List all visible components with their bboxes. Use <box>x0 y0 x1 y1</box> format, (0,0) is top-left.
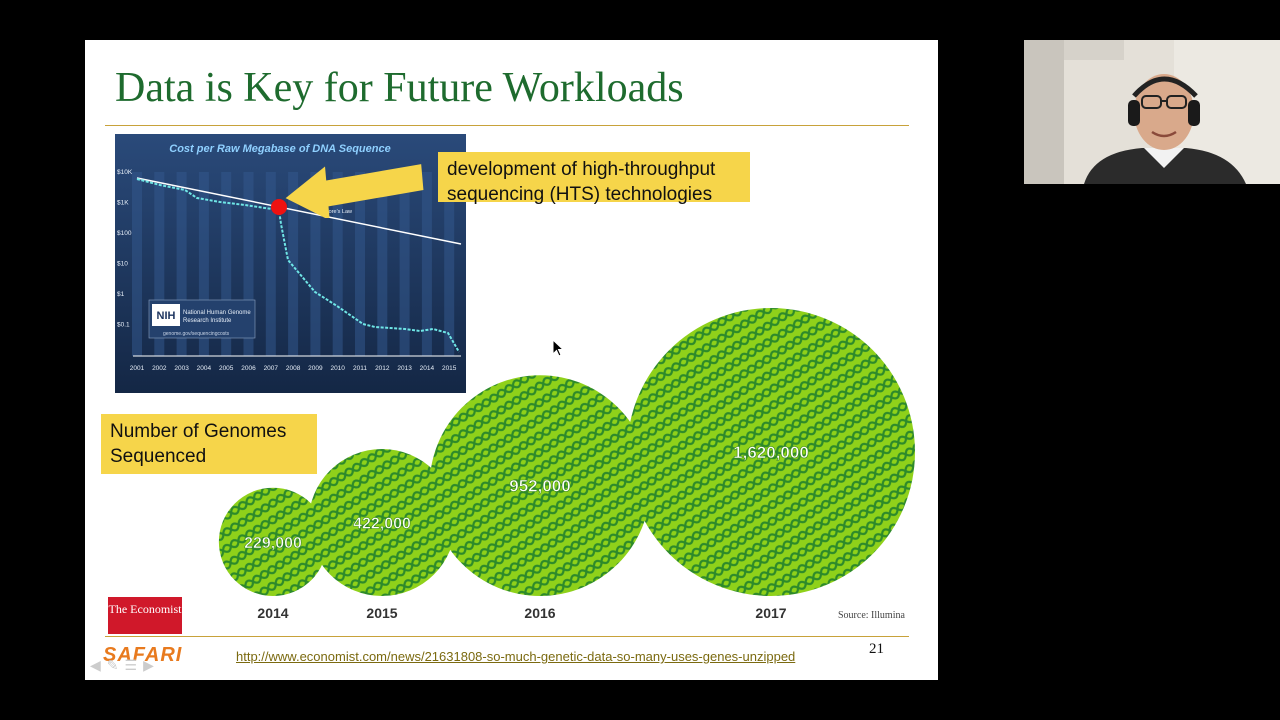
nih-year-column <box>176 172 187 356</box>
moores-law-line <box>136 177 462 245</box>
sequencing-cost-line <box>136 178 460 353</box>
genomes-bubble-chart: 229,000 2014 422,000 2015 952,000 2016 1,620,0… <box>218 308 915 621</box>
arrow-left-icon[interactable]: ◀ <box>90 657 101 673</box>
nih-y-tick: $1K <box>117 200 129 207</box>
yellow-arrow-icon <box>285 164 424 218</box>
footer-rule <box>105 636 909 637</box>
nih-logo: NIH <box>157 310 176 322</box>
presenter-webcam <box>1024 40 1280 184</box>
nih-year-column <box>310 172 321 356</box>
genome-year-label: 2014 <box>257 605 288 621</box>
source-link[interactable]: http://www.economist.com/news/21631808-s… <box>236 649 796 664</box>
genome-bubble-2017 <box>627 308 915 596</box>
genome-value-label: 952,000 <box>509 477 570 496</box>
menu-icon[interactable]: ☰ <box>124 657 138 673</box>
nih-institute-line1: National Human Genome <box>183 310 251 316</box>
safari-logo: SAFARI <box>103 644 183 666</box>
economist-logo: The Economist <box>108 597 182 634</box>
slide-nav-controls: ◀ ✎ ☰ ▶ <box>90 657 154 674</box>
nih-x-tick: 2014 <box>420 365 435 372</box>
genome-bubble-2015 <box>308 449 456 596</box>
moores-law-label: Moore's Law <box>321 209 352 215</box>
nih-institute-line2: Research Institute <box>183 318 232 324</box>
nih-year-column <box>132 172 142 356</box>
slide-number: 21 <box>869 641 884 657</box>
nih-x-tick: 2015 <box>442 365 457 372</box>
nih-year-column <box>265 172 276 356</box>
nih-x-tick: 2001 <box>130 365 145 372</box>
nih-x-tick: 2007 <box>264 365 279 372</box>
nih-year-column <box>355 172 365 356</box>
nih-x-tick: 2011 <box>353 365 367 372</box>
nih-x-tick: 2004 <box>197 365 212 372</box>
nih-x-tick: 2009 <box>308 365 323 372</box>
nih-y-tick: $10K <box>117 169 133 176</box>
pen-icon[interactable]: ✎ <box>106 657 119 673</box>
nih-year-column <box>377 172 388 356</box>
bubble-source-label: Source: Illumina <box>838 610 905 621</box>
nih-x-tick: 2005 <box>219 365 234 372</box>
genomes-callout: Number of Genomes Sequenced <box>101 414 317 474</box>
nih-year-column <box>444 172 455 356</box>
nih-x-tick: 2012 <box>375 365 390 372</box>
arrow-right-icon[interactable]: ▶ <box>143 657 154 673</box>
hts-callout: development of high-throughput sequencin… <box>438 152 750 205</box>
nih-y-tick: $1 <box>117 291 125 298</box>
nih-year-column <box>243 172 254 356</box>
slide: Data is Key for Future Workloads Cost pe… <box>85 40 938 680</box>
nih-year-column <box>288 172 299 356</box>
genome-year-label: 2015 <box>366 605 397 621</box>
nih-x-tick: 2010 <box>330 365 345 372</box>
genome-year-label: 2016 <box>524 605 555 621</box>
nih-url: genome.gov/sequencingcosts <box>163 331 230 337</box>
nih-year-column <box>221 172 232 356</box>
genome-bubble-2014 <box>218 487 328 596</box>
nih-x-tick: 2003 <box>174 365 189 372</box>
genome-year-label: 2017 <box>755 605 786 621</box>
nih-year-column <box>332 172 343 356</box>
nih-y-tick: $100 <box>117 230 132 237</box>
title-rule <box>105 125 909 126</box>
nih-year-column <box>198 172 209 356</box>
nih-year-column <box>154 172 165 356</box>
genome-value-label: 229,000 <box>244 535 302 552</box>
nih-x-tick: 2008 <box>286 365 301 372</box>
nih-y-tick: $0.1 <box>117 322 130 329</box>
nih-year-column <box>421 172 432 356</box>
nih-chart-title: Cost per Raw Megabase of DNA Sequence <box>169 143 390 155</box>
mouse-cursor-icon <box>552 339 564 357</box>
nih-x-tick: 2006 <box>241 365 256 372</box>
nih-y-tick: $10 <box>117 261 128 268</box>
genome-bubble-2016 <box>429 375 651 596</box>
slide-title: Data is Key for Future Workloads <box>115 65 684 111</box>
genome-value-label: 1,620,000 <box>733 443 809 462</box>
nih-x-tick: 2013 <box>397 365 412 372</box>
nih-x-tick: 2002 <box>152 365 167 372</box>
nih-year-column <box>399 172 410 356</box>
genome-value-label: 422,000 <box>353 516 411 533</box>
inflection-point-marker <box>271 199 287 215</box>
